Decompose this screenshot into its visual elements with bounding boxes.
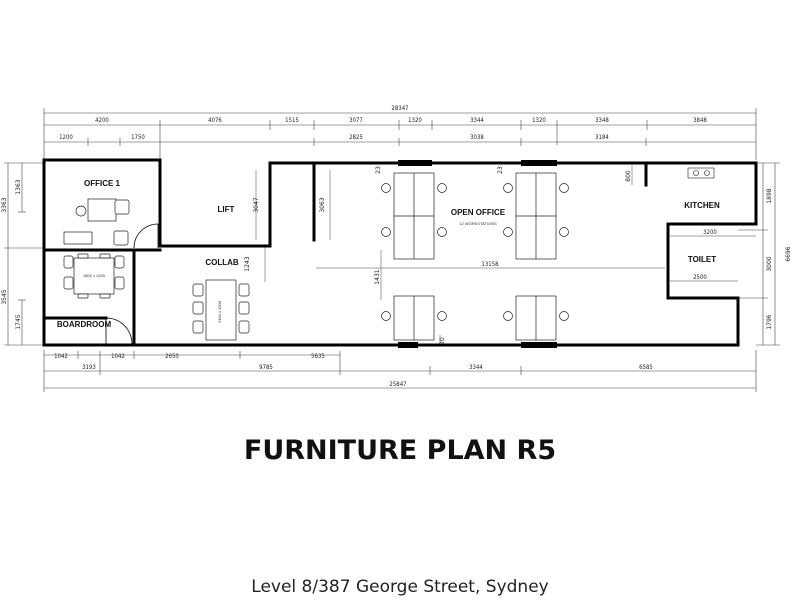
room-label-lift: LIFT xyxy=(218,205,235,214)
dim-top-3348: 3348 xyxy=(595,117,609,124)
office-desk xyxy=(63,198,130,246)
dim-left-3363: 3363 xyxy=(1,197,8,212)
dim-top-1750: 1750 xyxy=(131,134,145,141)
dim-inner-1243: 1243 xyxy=(244,256,251,271)
room-label-boardroom: BOARDROOM xyxy=(57,320,112,329)
kitchen-sink xyxy=(687,167,715,179)
room-label-kitchen: KITCHEN xyxy=(684,201,720,210)
dim-bottom-3344: 3344 xyxy=(469,364,483,371)
dim-bottom-1042b: 1042 xyxy=(111,353,125,360)
side-dimension-lines xyxy=(4,162,780,346)
interior-dimension-lines xyxy=(255,165,756,345)
dim-top-4200: 4200 xyxy=(95,117,109,124)
workstations xyxy=(381,172,569,341)
dim-top-3184: 3184 xyxy=(595,134,609,141)
dim-left-1363: 1363 xyxy=(15,179,22,194)
dim-bottom-5635: 5635 xyxy=(311,353,325,360)
dim-top-1320a: 1320 xyxy=(408,117,422,124)
room-label-toilet: TOILET xyxy=(688,255,716,264)
dim-right-1898: 1898 xyxy=(766,188,773,203)
dim-bottom-overall: 25847 xyxy=(389,381,406,388)
dim-inner-3047: 3047 xyxy=(253,197,260,212)
dim-top-1320b: 1320 xyxy=(532,117,546,124)
dim-right-1796: 1796 xyxy=(766,314,773,329)
dim-inner-800: 800 xyxy=(625,170,632,182)
dim-inner-23b: 23 xyxy=(497,166,504,174)
wall-openings xyxy=(398,160,557,348)
collab-table-label: 2400 x 1000 xyxy=(217,300,222,323)
room-label-collab: COLLAB xyxy=(205,258,239,267)
collab-table-group xyxy=(192,279,250,341)
dim-top-4076: 4076 xyxy=(208,117,222,124)
dim-left-1745: 1745 xyxy=(15,314,22,329)
dim-inner-23a: 23 xyxy=(375,166,382,174)
dim-top-1515: 1515 xyxy=(285,117,299,124)
dim-right-3000: 3000 xyxy=(766,256,773,271)
dim-inner-1431: 1431 xyxy=(374,269,381,284)
plan-address: Level 8/387 George Street, Sydney xyxy=(251,577,549,597)
room-label-workstations: 12 WORKSTATIONS xyxy=(459,221,497,226)
dim-top-3344a: 3344 xyxy=(470,117,484,124)
dim-right-6696: 6696 xyxy=(785,246,792,261)
dim-inner-3063: 3063 xyxy=(319,197,326,212)
dim-inner-20: 20 xyxy=(439,337,446,345)
dim-top-3077: 3077 xyxy=(349,117,363,124)
dim-inner-13158: 13158 xyxy=(481,261,499,268)
dim-inner-3200: 3200 xyxy=(703,229,717,236)
boardroom-table-group xyxy=(63,253,125,299)
dim-left-3545: 3545 xyxy=(1,289,8,304)
dim-bottom-2650: 2650 xyxy=(165,353,179,360)
dim-bottom-9785: 9785 xyxy=(259,364,273,371)
dim-top-1200: 1200 xyxy=(59,134,73,141)
dim-bottom-3193: 3193 xyxy=(82,364,96,371)
dim-top-3848: 3848 xyxy=(693,117,707,124)
doors xyxy=(105,223,159,345)
room-label-open-office: OPEN OFFICE xyxy=(451,208,506,217)
plan-title: FURNITURE PLAN R5 xyxy=(243,435,557,466)
dim-bottom-6585: 6585 xyxy=(639,364,653,371)
floor-plan: OFFICE 1 LIFT COLLAB BOARDROOM OPEN OFFI… xyxy=(1,105,792,392)
boardroom-table-label: 1800 x 1200 xyxy=(83,273,106,278)
dim-top-2825: 2825 xyxy=(349,134,363,141)
room-label-office: OFFICE 1 xyxy=(84,179,121,188)
top-dimension-lines xyxy=(43,108,757,160)
dim-top-overall: 28347 xyxy=(391,105,408,112)
dim-inner-2500: 2500 xyxy=(693,274,707,281)
dim-bottom-1042a: 1042 xyxy=(54,353,68,360)
dim-top-3038: 3038 xyxy=(470,134,484,141)
bottom-dimension-lines xyxy=(43,350,757,392)
